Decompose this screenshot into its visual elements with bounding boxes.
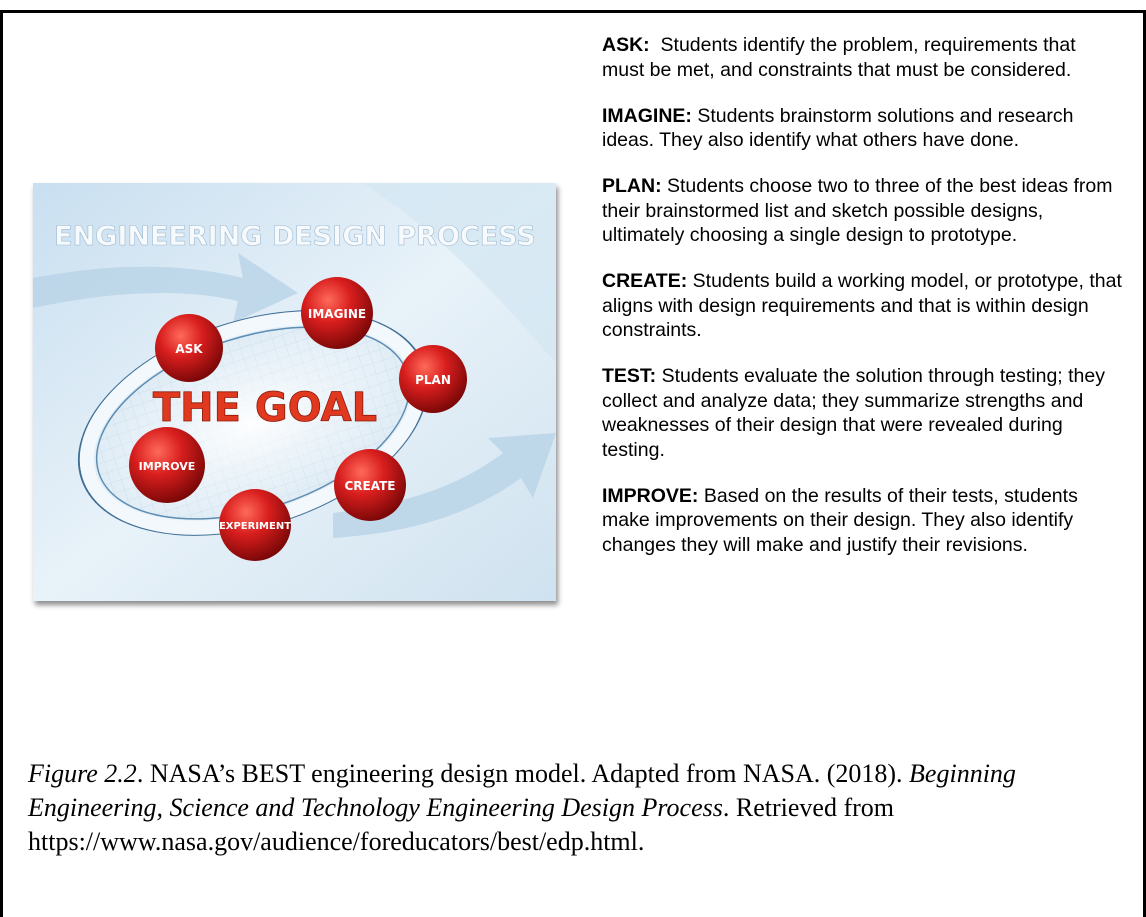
node-create-label: CREATE xyxy=(345,479,396,493)
step-term: ASK: xyxy=(602,34,650,56)
step-text: Students choose two to three of the best… xyxy=(602,175,1113,246)
node-improve-label: IMPROVE xyxy=(139,460,196,473)
step-create: CREATE: Students build a working model, … xyxy=(602,269,1122,343)
node-plan: PLAN xyxy=(399,345,467,413)
step-term: IMPROVE: xyxy=(602,484,699,507)
step-term: TEST: xyxy=(602,365,657,387)
node-plan-label: PLAN xyxy=(415,373,451,387)
step-text: Based on the results of their tests, stu… xyxy=(602,484,1078,556)
caption-retrieved: . Retrieved from https://www.nasa.gov/au… xyxy=(28,793,894,856)
step-ask: ASK: Students identify the problem, requ… xyxy=(602,33,1122,82)
step-test: TEST: Students evaluate the solution thr… xyxy=(602,364,1122,462)
caption-text: . NASA’s BEST engineering design model. … xyxy=(136,759,910,788)
step-term: CREATE: xyxy=(602,270,688,292)
step-term: IMAGINE: xyxy=(602,104,692,127)
step-improve: IMPROVE: Based on the results of their t… xyxy=(602,484,1122,558)
step-text: Students brainstorm solutions and resear… xyxy=(602,104,1074,152)
node-experiment-label: EXPERIMENT xyxy=(219,521,291,532)
step-term: PLAN: xyxy=(602,175,662,197)
figure-title: ENGINEERING DESIGN PROCESS xyxy=(54,221,536,252)
engineering-design-process-figure: ENGINEERING DESIGN PROCESS THE GOAL ASK … xyxy=(33,183,556,601)
goal-label: THE GOAL xyxy=(153,385,377,431)
step-imagine: IMAGINE: Students brainstorm solutions a… xyxy=(602,104,1122,153)
node-experiment: EXPERIMENT xyxy=(219,489,291,561)
step-text: Students evaluate the solution through t… xyxy=(602,365,1105,461)
figure-label: Figure 2.2 xyxy=(28,759,137,788)
step-text: Students build a working model, or proto… xyxy=(602,270,1122,341)
node-create: CREATE xyxy=(334,449,406,521)
node-improve: IMPROVE xyxy=(129,427,205,503)
step-plan: PLAN: Students choose two to three of th… xyxy=(602,174,1122,248)
document-frame xyxy=(0,10,1146,917)
node-ask-label: ASK xyxy=(175,342,203,356)
source-title: Beginning Engineering, Science and Techn… xyxy=(28,759,1016,822)
node-ask: ASK xyxy=(155,314,223,382)
figure-caption: Figure 2.2. NASA’s BEST engineering desi… xyxy=(28,757,1128,859)
node-imagine-label: IMAGINE xyxy=(308,307,366,321)
step-text: Students identify the problem, requireme… xyxy=(602,34,1076,81)
step-descriptions: ASK: Students identify the problem, requ… xyxy=(602,33,1122,579)
node-imagine: IMAGINE xyxy=(301,277,373,349)
